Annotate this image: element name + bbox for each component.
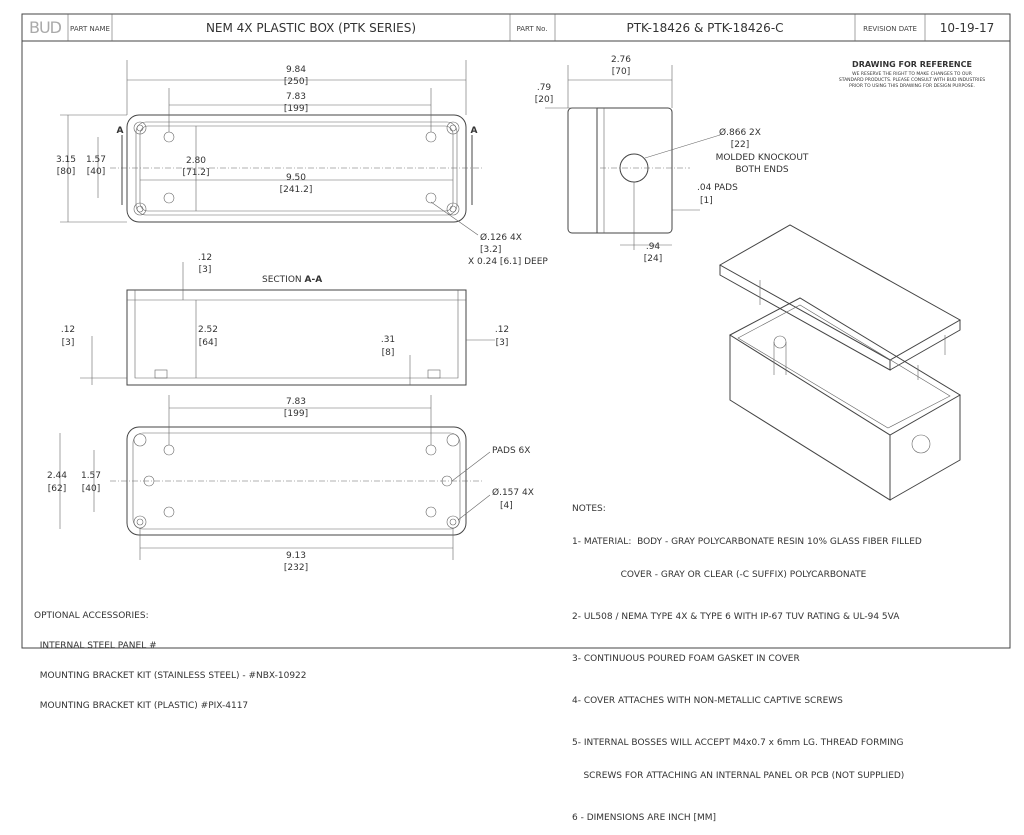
dim-wall-left-mm: [3] <box>62 338 75 348</box>
dim-bottom-width-mm: [62] <box>48 484 66 494</box>
title-block <box>21 13 1011 42</box>
dim-bottom-boss-width: 1.57 <box>81 471 101 481</box>
section-label: SECTION <box>262 275 305 285</box>
dim-knockout-position: .94 <box>646 242 661 252</box>
part-no: PTK-18426 & PTK-18426-C <box>626 21 783 35</box>
notes: NOTES: 1- MATERIAL: BODY - GRAY POLYCARB… <box>572 482 922 835</box>
note-5-cont: SCREWS FOR ATTACHING AN INTERNAL PANEL O… <box>572 771 905 781</box>
dim-wall-right: .12 <box>495 325 509 335</box>
bottom-view: 7.83 [199] 2.44 [62] 1.57 [40] PADS 6X Ø… <box>47 395 534 573</box>
accessory-item: INTERNAL STEEL PANEL # <box>34 641 157 651</box>
dim-mount-hole: Ø.157 4X <box>492 487 534 498</box>
part-no-label: PART No. <box>516 25 547 33</box>
dim-pads-height-mm: [1] <box>700 196 713 206</box>
dim-bottom-boss-length: 7.83 <box>286 397 306 407</box>
part-name: NEM 4X PLASTIC BOX (PTK SERIES) <box>206 21 416 35</box>
accessories-heading: OPTIONAL ACCESSORIES: <box>34 611 149 621</box>
section-mark-right: A <box>471 126 478 136</box>
dim-inner-height: 2.52 <box>198 325 218 335</box>
section-view: .12 [3] SECTION A-A 2.52 [64] .12 [3] .3… <box>61 253 509 386</box>
dim-mount-hole-mm: [4] <box>500 501 513 511</box>
dim-hole-length-mm: [241.2] <box>280 185 313 195</box>
notes-heading: NOTES: <box>572 504 606 514</box>
pads-count: PADS 6X <box>492 446 530 456</box>
dim-bottom-boss-width-mm: [40] <box>82 484 100 494</box>
revision-date-label: REVISION DATE <box>863 25 917 33</box>
dim-pads-height: .04 PADS <box>697 183 738 193</box>
dim-inner-height-mm: [64] <box>199 338 217 348</box>
section-title: SECTION A-A <box>262 275 322 285</box>
dim-overall-width-mm: [80] <box>57 167 75 177</box>
optional-accessories: OPTIONAL ACCESSORIES: INTERNAL STEEL PAN… <box>34 591 307 721</box>
dim-boss-width-mm: [40] <box>87 167 105 177</box>
dim-hole-callout: Ø.126 4X <box>480 232 522 243</box>
dim-inner-width: 2.80 <box>186 156 206 166</box>
dim-bottom-length: 9.13 <box>286 551 306 561</box>
note-1: 1- MATERIAL: BODY - GRAY POLYCARBONATE R… <box>572 537 922 547</box>
reference-heading: DRAWING FOR REFERENCE <box>852 60 972 69</box>
drawing-sheet: BUD PART NAME NEM 4X PLASTIC BOX (PTK SE… <box>21 13 1011 649</box>
revision-date: 10-19-17 <box>940 21 994 35</box>
knockout-label-ends: BOTH ENDS <box>735 165 789 175</box>
dim-inner-width-mm: [71.2] <box>182 168 209 178</box>
dim-boss-width: 1.57 <box>86 155 106 165</box>
dim-boss-length: 7.83 <box>286 92 306 102</box>
dim-wall-left: .12 <box>61 325 75 335</box>
dim-cover-height: .79 <box>537 83 552 93</box>
dim-height-mm: [70] <box>612 67 630 77</box>
accessory-item: MOUNTING BRACKET KIT (PLASTIC) #PIX-4117 <box>34 701 249 711</box>
part-name-label: PART NAME <box>70 25 110 33</box>
isometric-view <box>718 224 962 501</box>
dim-bottom-boss-length-mm: [199] <box>284 409 308 419</box>
dim-knockout: Ø.866 2X <box>719 127 761 138</box>
dim-overall-width: 3.15 <box>56 155 76 165</box>
section-id: A-A <box>305 275 323 285</box>
dim-pad-mm: [8] <box>382 348 395 358</box>
dim-wall-top: .12 <box>198 253 212 263</box>
knockout-label: MOLDED KNOCKOUT <box>716 153 809 163</box>
accessory-item: MOUNTING BRACKET KIT (STAINLESS STEEL) -… <box>34 671 307 681</box>
reference-line: WE RESERVE THE RIGHT TO MAKE CHANGES TO … <box>852 71 972 77</box>
dim-wall-right-mm: [3] <box>496 338 509 348</box>
dim-pad: .31 <box>381 335 395 345</box>
dim-knockout-position-mm: [24] <box>644 254 662 264</box>
top-view: A A 9.84 [250] 7.83 [199] 2.80 [71.2] 9.… <box>56 60 548 267</box>
note-3: 3- CONTINUOUS POURED FOAM GASKET IN COVE… <box>572 654 800 664</box>
dim-overall-length-mm: [250] <box>284 77 308 87</box>
note-1-cont: COVER - GRAY OR CLEAR (-C SUFFIX) POLYCA… <box>572 570 867 580</box>
reference-line: STANDARD PRODUCTS. PLEASE CONSULT WITH B… <box>839 77 985 83</box>
dim-height: 2.76 <box>611 55 631 65</box>
dim-hole-depth: X 0.24 [6.1] DEEP <box>468 257 548 267</box>
dim-bottom-width: 2.44 <box>47 471 67 481</box>
dim-boss-length-mm: [199] <box>284 104 308 114</box>
dim-hole-callout-mm: [3.2] <box>480 245 501 255</box>
bud-logo: BUD <box>29 18 62 37</box>
note-4: 4- COVER ATTACHES WITH NON-METALLIC CAPT… <box>572 696 843 706</box>
section-mark-left: A <box>117 126 124 136</box>
dim-knockout-mm: [22] <box>731 140 749 150</box>
dim-wall-top-mm: [3] <box>199 265 212 275</box>
dim-hole-length: 9.50 <box>286 173 306 183</box>
reference-line: PRIOR TO USING THIS DRAWING FOR DESIGN P… <box>849 83 975 89</box>
side-view: 2.76 [70] .79 [20] Ø.866 2X [22] MOLDED … <box>535 55 809 264</box>
note-6: 6 - DIMENSIONS ARE INCH [MM] <box>572 813 717 823</box>
note-2: 2- UL508 / NEMA TYPE 4X & TYPE 6 WITH IP… <box>572 612 900 622</box>
note-5: 5- INTERNAL BOSSES WILL ACCEPT M4x0.7 x … <box>572 738 904 748</box>
dim-cover-height-mm: [20] <box>535 95 553 105</box>
dim-overall-length: 9.84 <box>286 65 306 75</box>
dim-bottom-length-mm: [232] <box>284 563 308 573</box>
